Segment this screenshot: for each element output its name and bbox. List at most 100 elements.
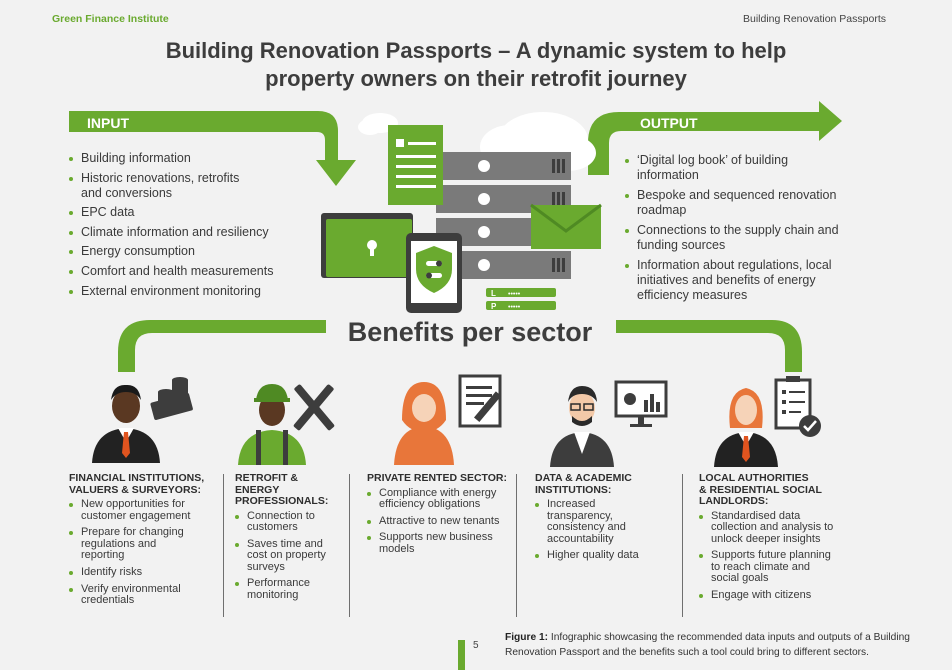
list-item-text: Performance: [247, 577, 310, 590]
folder-lock-icon: [321, 213, 413, 278]
page-number: 5: [473, 640, 479, 651]
list-item-text: collection and analysis to: [711, 521, 834, 534]
brand-name: Green Finance Institute: [52, 13, 169, 25]
list-item-text: Supports new business: [379, 531, 493, 544]
divider: [516, 474, 517, 617]
academic-person-icon: [550, 380, 668, 467]
list-item-text: to reach climate and: [711, 560, 811, 573]
sector-heading-text: INSTITUTIONS:: [535, 483, 612, 496]
list-item-text: information: [637, 168, 699, 182]
list-item-text: Standardised data: [711, 509, 801, 522]
analytics-screen-icon: [614, 380, 668, 427]
list-item-text: ‘Digital log book’ of building: [637, 153, 789, 167]
document-icon: [388, 125, 443, 205]
sector-heading-text: & RESIDENTIAL SOCIAL: [699, 483, 822, 496]
sector-heading: PRIVATE RENTED SECTOR:: [367, 472, 512, 485]
list-item-text: Energy consumption: [81, 244, 195, 259]
page-title-line1: Building Renovation Passports – A dynami…: [165, 38, 787, 63]
login-label-l: L: [491, 289, 496, 298]
list-item-text: Identify risks: [81, 565, 143, 578]
envelope-icon: [530, 203, 602, 249]
list-item-text: Information about regulations, local: [637, 258, 832, 272]
list-item: Identify risks: [69, 565, 219, 579]
sector-heading-text: LOCAL AUTHORITIES: [699, 472, 809, 484]
caption-text-line1: Infographic showcasing the recommended d…: [548, 632, 910, 643]
page-title-line2: property owners on their retrofit journe…: [265, 66, 687, 91]
list-item-text: customers: [247, 521, 298, 534]
document-title: Building Renovation Passports: [742, 13, 886, 25]
list-item: External environment monitoring: [69, 284, 309, 299]
list-item: Higher quality data: [535, 550, 665, 562]
list-item: Comfort and health measurements: [69, 264, 309, 279]
tools-icon: [293, 384, 335, 431]
input-arrow: [69, 111, 356, 186]
login-dots-p: •••••: [508, 304, 521, 311]
list-item: Building information: [69, 151, 309, 166]
list-item-text: roadmap: [637, 203, 687, 217]
list-item-text: efficiency measures: [637, 288, 748, 302]
divider: [682, 474, 683, 617]
benefits-connector-left: [118, 320, 326, 372]
list-item-text: surveys: [247, 560, 285, 573]
benefits-connector-right: [616, 320, 802, 372]
list-item-text: Building information: [81, 151, 191, 165]
list-item-text: Historic renovations, retrofits: [81, 170, 240, 185]
input-label: INPUT: [87, 115, 129, 131]
list-item-text: Engage with citizens: [711, 589, 812, 602]
sector-heading-text: FINANCIAL INSTITUTIONS,: [69, 472, 205, 484]
checklist-icon: [774, 376, 821, 437]
list-item-text: credentials: [81, 594, 135, 607]
login-label-p: P: [491, 302, 497, 311]
list-item-text: unlock deeper insights: [711, 532, 821, 545]
sector-heading-text: RETROFIT & ENERGY: [235, 472, 298, 496]
data-system-illustration: L P ••••• •••••: [321, 112, 602, 313]
list-item-text: efficiency obligations: [379, 498, 481, 511]
list-item: Energy consumption: [69, 244, 309, 259]
output-arrow: [588, 101, 842, 175]
list-item-text: reporting: [81, 549, 125, 562]
list-item-text: models: [379, 542, 415, 555]
financial-person-icon: [92, 377, 193, 463]
contract-pen-icon: [458, 374, 502, 428]
sector-heading-text: VALUERS & SURVEYORS:: [69, 483, 202, 496]
list-item-text: transparency,: [547, 509, 613, 522]
list-item-text: monitoring: [247, 589, 299, 602]
figure-caption: Figure 1: Infographic showcasing the rec…: [505, 630, 930, 660]
sector-heading-text: DATA & ACADEMIC: [535, 472, 632, 484]
list-item-text: social goals: [711, 572, 769, 585]
list-item-text: New opportunities for: [81, 498, 185, 510]
sector-heading-text: LANDLORDS:: [699, 495, 769, 507]
list-item-text: initiatives and benefits of energy: [637, 273, 816, 287]
sector-private-rented: PRIVATE RENTED SECTOR:Compliance with en…: [367, 472, 512, 560]
list-item-text: regulations and: [81, 537, 157, 550]
list-item-text: Saves time and: [247, 537, 323, 550]
phone-shield-icon: [406, 233, 462, 313]
benefits-title: Benefits per sector: [347, 317, 593, 347]
list-item-text: EPC data: [81, 205, 135, 220]
sector-heading: FINANCIAL INSTITUTIONS,VALUERS & SURVEYO…: [69, 472, 219, 496]
list-item-text: Connection to: [247, 509, 315, 522]
retrofit-worker-icon: [238, 384, 335, 465]
output-label: OUTPUT: [640, 115, 698, 131]
list-item-text: Compliance with energy: [379, 486, 497, 499]
list-item-text: Verify environmental: [81, 582, 181, 595]
caption-label: Figure 1:: [505, 632, 549, 643]
